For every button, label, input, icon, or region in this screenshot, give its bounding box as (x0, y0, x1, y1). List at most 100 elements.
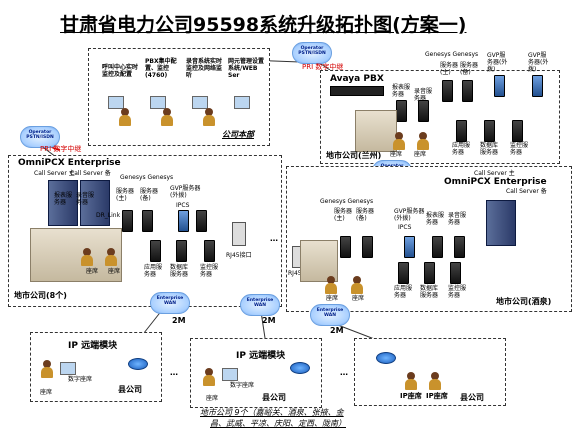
left-ipcs: IPCS (176, 202, 190, 209)
left-site-label: 地市公司(8个) (14, 291, 67, 300)
link-2m: 2M (262, 316, 276, 325)
county-label: 县公司 (460, 393, 484, 402)
ellipsis: … (270, 234, 278, 243)
agent-label: 座席 (206, 395, 219, 402)
right-server-label: 报表服务器 (426, 212, 445, 226)
agent-icon (202, 368, 216, 386)
pri-label: PRI 数字中继 (40, 145, 82, 153)
right-site-label: 地市公司(酒泉) (496, 297, 552, 306)
hq-label: 公司本部 (222, 130, 254, 139)
building-icon (355, 110, 397, 152)
right-server2-label: 应用服务器 (394, 285, 413, 299)
agent-icon (118, 108, 132, 126)
server-icon (204, 240, 215, 262)
server-icon (424, 262, 435, 284)
right-server-label: GVP服务器(外拨) (394, 208, 425, 222)
lanzhou-server-label: 报表服务器 (392, 84, 411, 98)
monitor-icon (222, 368, 238, 381)
lanzhou-server-label: 服务器(主) (440, 62, 459, 76)
page-title: 甘肃省电力公司95598系统升级拓扑图(方案一) (60, 14, 467, 36)
lanzhou-genesys: Genesys Genesys (425, 51, 479, 58)
monitor-icon (60, 362, 76, 375)
footnote-line2: 昌、武威、平凉、庆阳、定西、陇南） (210, 419, 346, 428)
agent-icon (104, 248, 118, 266)
right-genesys: Genesys Genesys (320, 198, 374, 205)
monitor-icon (234, 96, 250, 109)
ip-module-label: IP 远端模块 (236, 351, 286, 361)
server-icon (404, 236, 415, 258)
right-ipcs: IPCS (398, 224, 412, 231)
callserver2-label: Call Server 备 (506, 188, 547, 195)
ellipsis: … (170, 368, 178, 377)
callserver-label: Call Server 主 (34, 170, 75, 177)
server-icon (196, 210, 207, 232)
ip-agent-label: IP座席 (400, 392, 422, 400)
pri-label: PRI 数字中继 (302, 63, 344, 71)
agent-icon (428, 372, 442, 390)
left-server-label: 服务器(主) (116, 188, 135, 202)
left-server-label: 报表服务器 (54, 192, 73, 206)
agent-label: 座席 (352, 295, 365, 302)
right-server2-label: 数据库服务器 (420, 285, 439, 299)
left-server-label: GVP服务器(外拨) (170, 185, 201, 199)
server-icon (454, 236, 465, 258)
server-icon (122, 210, 133, 232)
agent-label: 座席 (390, 151, 403, 158)
server-icon (150, 240, 161, 262)
agent-icon (80, 248, 94, 266)
router-icon (290, 362, 310, 374)
server-icon (532, 75, 543, 97)
county-label: 县公司 (118, 385, 142, 394)
right-server2-label: 监控服务器 (448, 285, 467, 299)
server-icon (462, 80, 473, 102)
agent-label: 座席 (414, 151, 427, 158)
ip-agent-label: IP座席 (426, 392, 448, 400)
callserver2-label: Call Server 备 (70, 170, 111, 177)
lanzhou-pbx-label: Avaya PBX (330, 74, 384, 84)
operator-cloud: Operator PSTN/ISDN (292, 42, 332, 64)
county3-box (354, 338, 506, 406)
gateway-icon (232, 222, 246, 246)
lanzhou-server-label: 服务器(备) (460, 62, 479, 76)
left-genesys: Genesys Genesys (120, 174, 174, 181)
server-icon (494, 75, 505, 97)
building-icon (300, 240, 338, 282)
server-icon (456, 120, 467, 142)
agent-icon (404, 372, 418, 390)
pbx-icon (330, 86, 384, 96)
agent-icon (160, 108, 174, 126)
left-server-label: 录音服务器 (76, 192, 95, 206)
digital-agent-label: 数字座席 (230, 382, 255, 389)
callserver-label: Call Server 主 (474, 170, 515, 177)
server-icon (418, 100, 429, 122)
left-server-label: 服务器(备) (140, 188, 159, 202)
agent-label: 座席 (108, 268, 121, 275)
server-icon (484, 120, 495, 142)
monitor-icon (192, 96, 208, 109)
ellipsis: … (340, 368, 348, 377)
right-server-label: 录音服务器 (448, 212, 467, 226)
agent-label: 座席 (86, 268, 99, 275)
agent-label: 座席 (326, 295, 339, 302)
router-icon (128, 358, 148, 370)
enterprise-wan-cloud: Enterprise WAN (240, 294, 280, 316)
server-icon (396, 100, 407, 122)
monitor-icon (108, 96, 124, 109)
digital-agent-label: 数字座席 (68, 376, 93, 383)
hq-item-nms: 网元管理设置系统/WEB Ser (228, 58, 265, 79)
lanzhou-server2-label: 数据库服务器 (480, 142, 499, 156)
footnote-line1: 地市公司 9个（嘉峪关、酒泉、张掖、金 (200, 408, 344, 417)
hq-item-recording: 录音系统实时监控及网络监听 (186, 58, 223, 79)
server-icon (176, 240, 187, 262)
lanzhou-server-label: 录音服务器 (414, 88, 433, 102)
monitor-icon (150, 96, 166, 109)
hq-item-pbx: PBX集中配置、监控(4760) (145, 58, 177, 79)
lanzhou-server-label: GVP服务器(外拨) (487, 52, 508, 73)
rj45-label: RJ45接口 (226, 252, 252, 259)
left-brand: OmniPCX Enterprise (18, 158, 121, 168)
right-brand: OmniPCX Enterprise (444, 177, 547, 187)
right-server-label: 服务器(备) (356, 208, 375, 222)
server-icon (178, 210, 189, 232)
agent-icon (392, 132, 406, 150)
server-icon (340, 236, 351, 258)
